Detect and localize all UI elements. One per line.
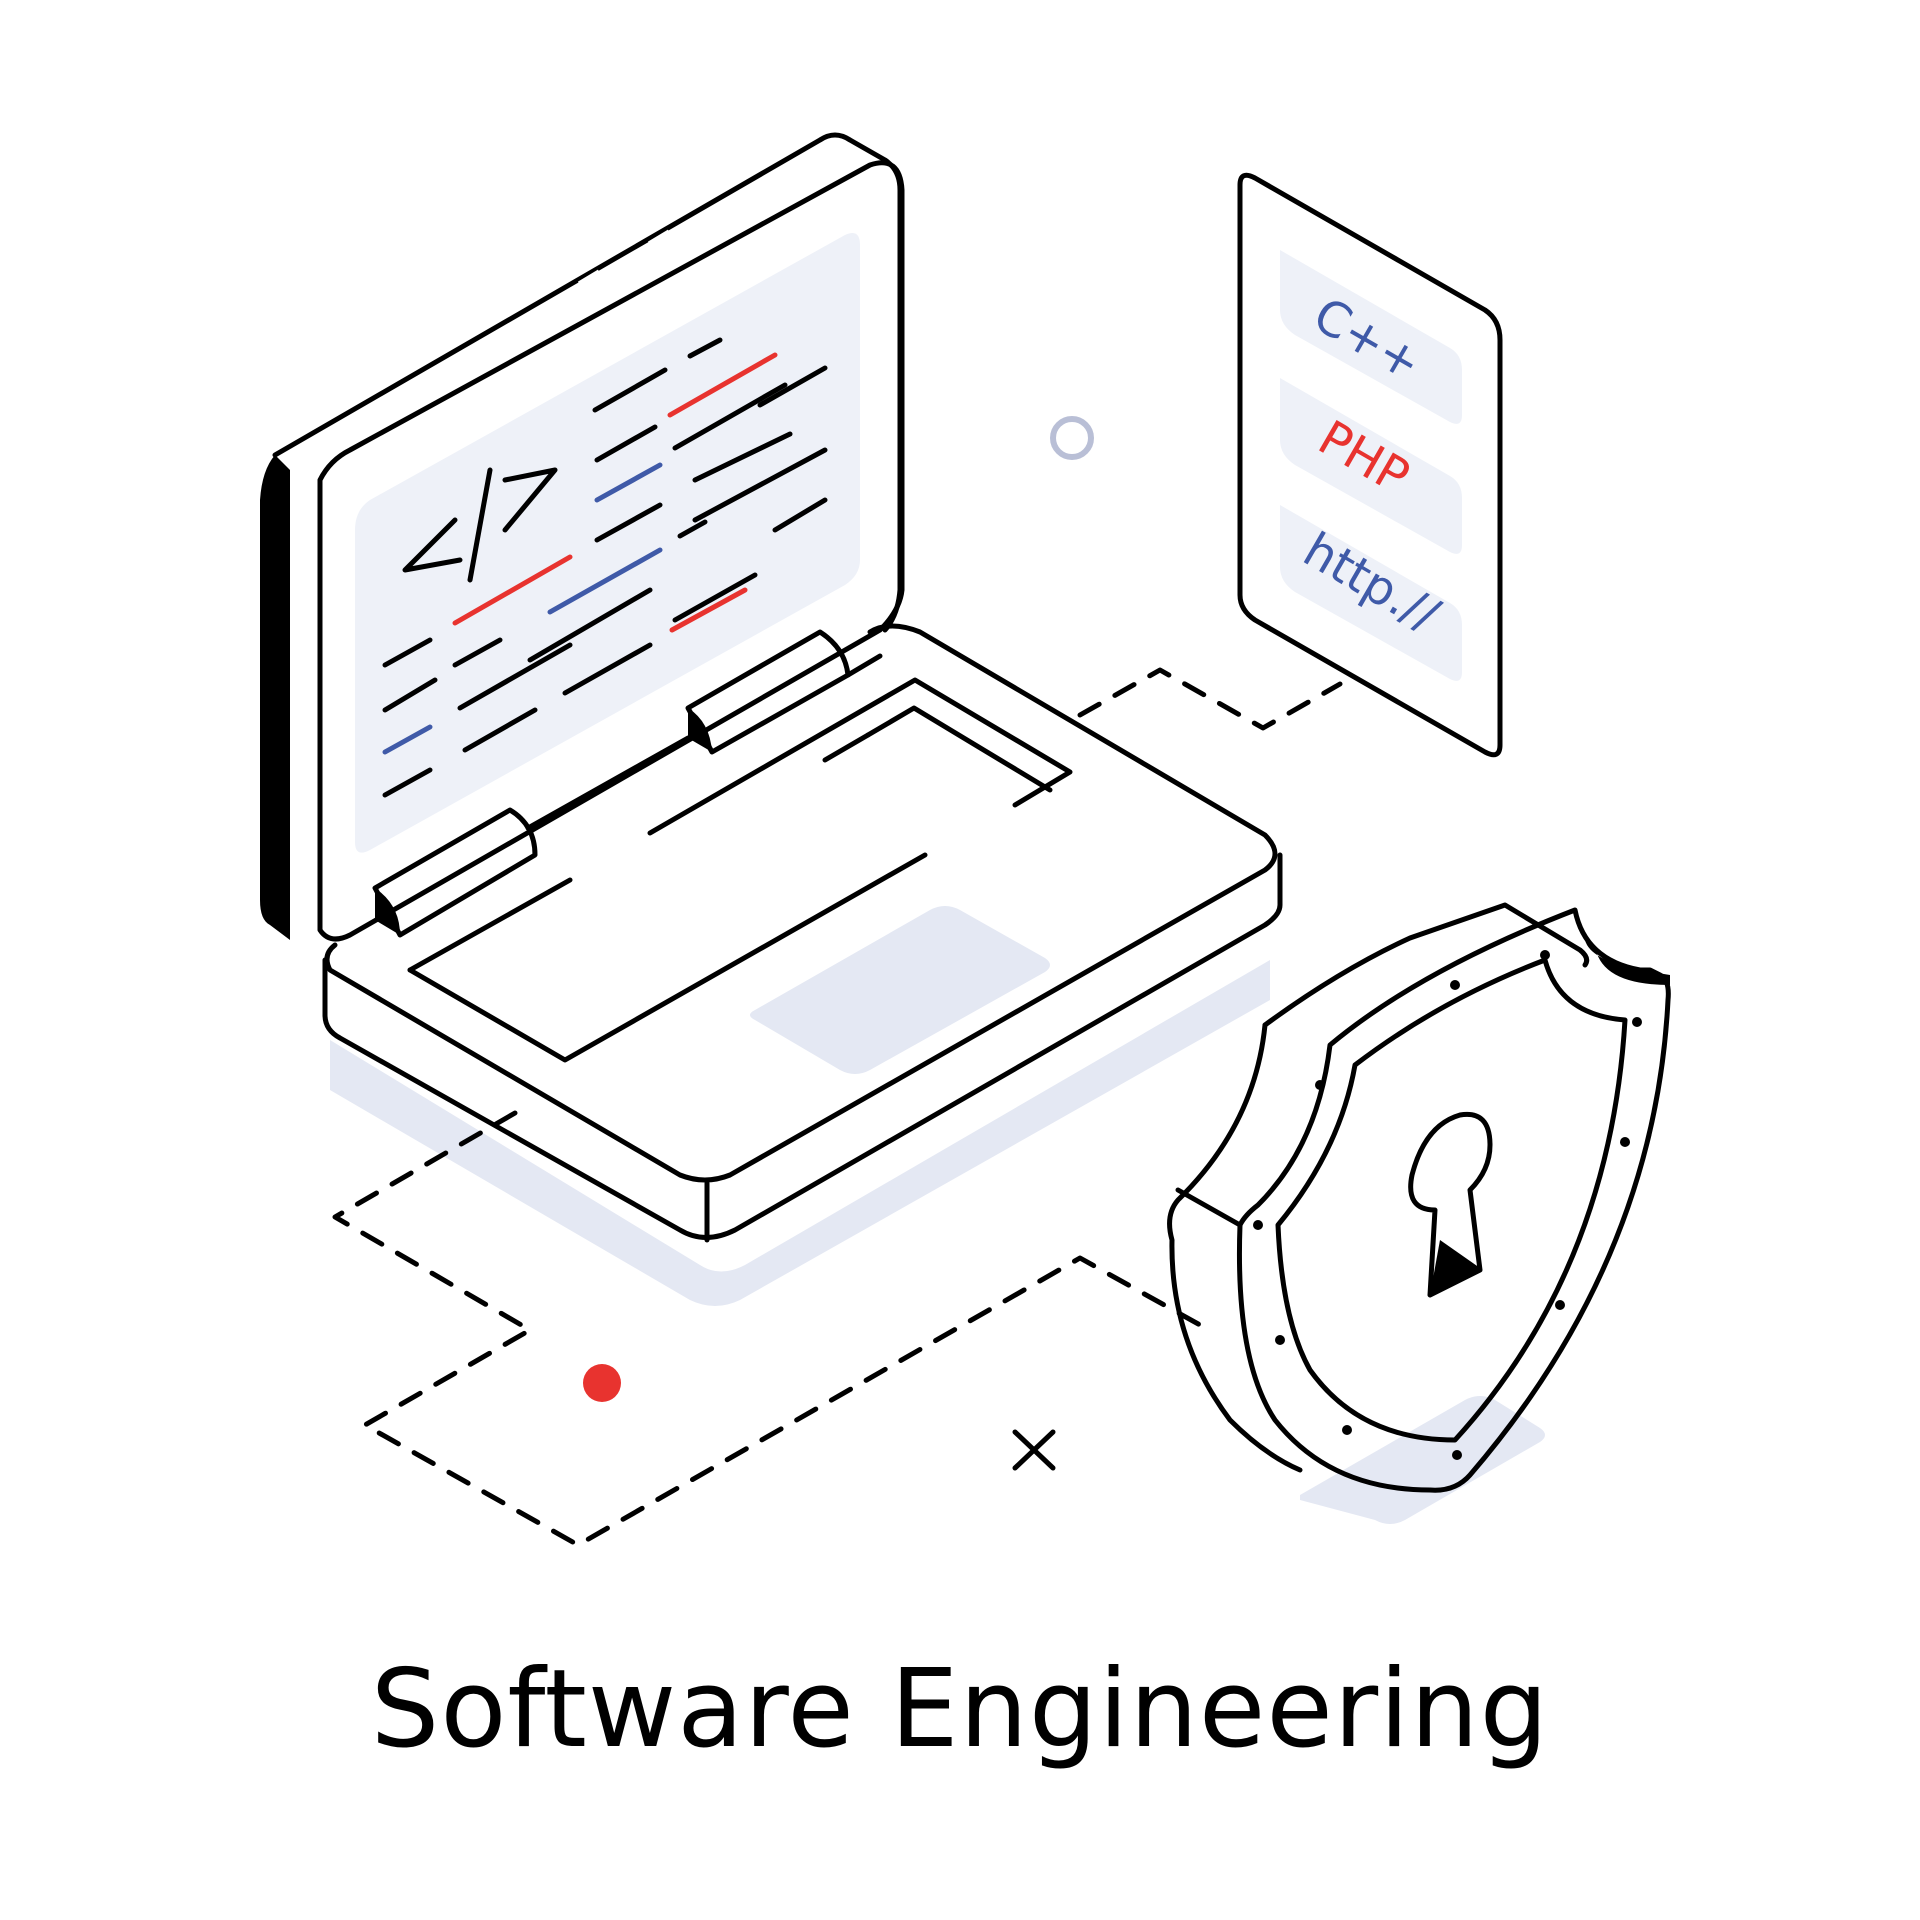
laptop-hinges (372, 629, 883, 938)
shield-back-top (1262, 902, 1590, 1028)
circle-icon (1050, 416, 1094, 460)
dot-icon (583, 1364, 621, 1402)
connector-line-document (1077, 667, 1343, 731)
shield-back-side (1167, 1022, 1303, 1473)
shield-face (1275, 957, 1628, 1443)
laptop-screen-edge (260, 455, 290, 940)
php-tag-bg (1280, 378, 1462, 554)
shield-shadow (1300, 1396, 1545, 1524)
keyboard-edge (407, 877, 573, 973)
code-tag-icon (402, 467, 558, 583)
keyboard-top (647, 677, 1073, 836)
trackpad (750, 906, 1050, 1074)
close-icon (1012, 1429, 1056, 1471)
code-document-icon: C++ PHP http.// (1237, 172, 1503, 758)
page-title: Software Engineering (370, 1647, 1550, 1772)
code-lines (382, 337, 828, 798)
document-panel (1237, 172, 1503, 758)
http-tag-bg (1280, 505, 1462, 681)
cpp-tag-bg (1280, 250, 1462, 424)
shield-rivets (1253, 950, 1642, 1460)
shield-edge-dark (1585, 940, 1670, 985)
laptop-screen-frame (317, 160, 905, 942)
shield-lock-icon (1167, 902, 1671, 1524)
laptop-icon (260, 132, 1283, 1306)
shield-rim (1236, 907, 1671, 1493)
keyboard-area (407, 852, 928, 1063)
laptop-shadow (330, 960, 1270, 1306)
connector-line-shield (332, 1110, 1203, 1548)
keyhole-icon (1408, 1111, 1493, 1298)
